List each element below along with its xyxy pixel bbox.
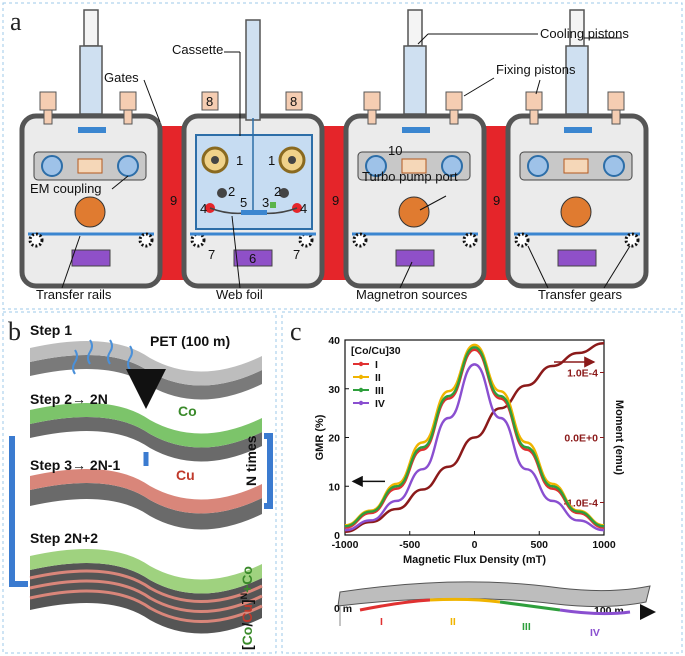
legend-item: I [375, 359, 378, 371]
cu-sheet [30, 468, 262, 514]
strip-end: 100 m [594, 605, 624, 617]
panel-c-letter: c [290, 317, 302, 346]
y-tick-label: 10 [328, 481, 340, 493]
x-tick-label: 0 [472, 539, 478, 551]
label-7-b: 7 [293, 247, 300, 262]
step-3-label: Step 3→ 2N-1 [30, 457, 120, 473]
label-1-b: 1 [268, 153, 275, 168]
x-tick-label: 1000 [592, 539, 616, 551]
legend-item: III [375, 385, 384, 397]
pet-label: PET (100 m) [150, 333, 230, 349]
label-5: 5 [240, 195, 247, 210]
co-label: Co [178, 403, 197, 419]
label-2-a: 2 [228, 184, 235, 199]
strip-seg-II: II [450, 616, 456, 628]
label-10: 10 [388, 143, 402, 158]
strip-seg-III: III [522, 621, 531, 633]
n-times-label: N times [243, 435, 259, 486]
y-tick-label: 30 [328, 384, 340, 396]
label-gates: Gates [104, 70, 139, 85]
legend-marker [358, 361, 364, 367]
y2-tick-label: 0.0E+0 [564, 433, 598, 445]
y2-tick-label: -1.0E-4 [564, 498, 599, 510]
legend-item: II [375, 372, 381, 384]
panel-b-frame [2, 311, 277, 654]
label-web-foil: Web foil [216, 287, 263, 302]
panel-b: b Step 1 PET (100 m) Step 2→ 2N Co Step … [8, 317, 273, 650]
label-1-a: 1 [236, 153, 243, 168]
step-1-label: Step 1 [30, 322, 72, 338]
stack-sheet [30, 548, 262, 594]
legend-item: IV [375, 398, 385, 410]
y-axis-label: GMR (%) [314, 414, 326, 460]
label-8-a: 8 [206, 94, 213, 109]
stack-formula: [Co/Cu]N+Co [239, 566, 255, 650]
label-transfer-gears: Transfer gears [538, 287, 623, 302]
label-fixing-pistons: Fixing pistons [496, 62, 576, 77]
y-tick-label: 40 [328, 335, 340, 347]
legend-title: [Co/Cu]30 [351, 345, 401, 357]
gmr-chart: -1000 -500 0 500 1000 0 10 20 30 40 1.0E-4 0.0E+0 -1… [314, 335, 625, 566]
label-6: 6 [249, 251, 256, 266]
series-III-line [344, 346, 605, 528]
legend-marker [358, 387, 364, 393]
strip-start: 0 m [334, 603, 352, 615]
y-tick-label: 0 [334, 530, 340, 542]
panel-b-letter: b [8, 317, 21, 346]
label-9-b: 9 [332, 193, 339, 208]
label-8-b: 8 [290, 94, 297, 109]
moment-line [344, 342, 605, 533]
chamber-3 [343, 9, 487, 289]
label-cassette: Cassette [172, 42, 223, 57]
label-9-a: 9 [170, 193, 177, 208]
series-IV-line [344, 363, 605, 532]
label-4-b: 4 [300, 201, 307, 216]
label-magnetron-sources: Magnetron sources [356, 287, 468, 302]
x-axis-label: Magnetic Flux Density (mT) [403, 554, 546, 566]
legend-marker [358, 374, 364, 380]
label-4-a: 4 [200, 201, 207, 216]
cu-label: Cu [176, 467, 195, 483]
step-2n2-label: Step 2N+2 [30, 530, 98, 546]
series-I-line [344, 348, 605, 529]
panel-a-letter: a [10, 7, 22, 36]
y2-tick-label: 1.0E-4 [567, 368, 598, 380]
co-sheet [30, 402, 262, 448]
x-tick-label: 500 [530, 539, 548, 551]
strip-seg-I: I [380, 616, 383, 628]
label-turbo-pump-port: Turbo pump port [362, 169, 458, 184]
label-3: 3 [262, 195, 269, 210]
series-II-line [344, 343, 605, 527]
panel-c-frame [281, 311, 683, 654]
label-7-a: 7 [208, 247, 215, 262]
chamber-1 [19, 9, 163, 289]
y2-axis-label: Moment (emu) [613, 400, 625, 476]
chamber-2 [181, 19, 325, 289]
x-tick-label: -500 [399, 539, 420, 551]
legend-marker [358, 400, 364, 406]
chamber-4 [505, 9, 649, 289]
x-tick-label: -1000 [332, 539, 359, 551]
tape-strip: 0 m 100 m I II III IV [334, 581, 656, 639]
label-2-b: 2 [274, 184, 281, 199]
pet-sheet [30, 340, 262, 386]
step-2-label: Step 2→ 2N [30, 391, 108, 407]
panel-a: a 9 9 9 [10, 7, 649, 302]
panel-c: c -1000 -500 0 500 1000 0 10 20 30 40 1.0E-4 0.0E+0… [290, 317, 656, 639]
label-transfer-rails: Transfer rails [36, 287, 112, 302]
label-cooling-pistons: Cooling pistons [540, 26, 629, 41]
strip-seg-IV: IV [590, 627, 600, 639]
y-tick-label: 20 [328, 433, 340, 445]
label-9-c: 9 [493, 193, 500, 208]
label-em-coupling: EM coupling [30, 181, 102, 196]
